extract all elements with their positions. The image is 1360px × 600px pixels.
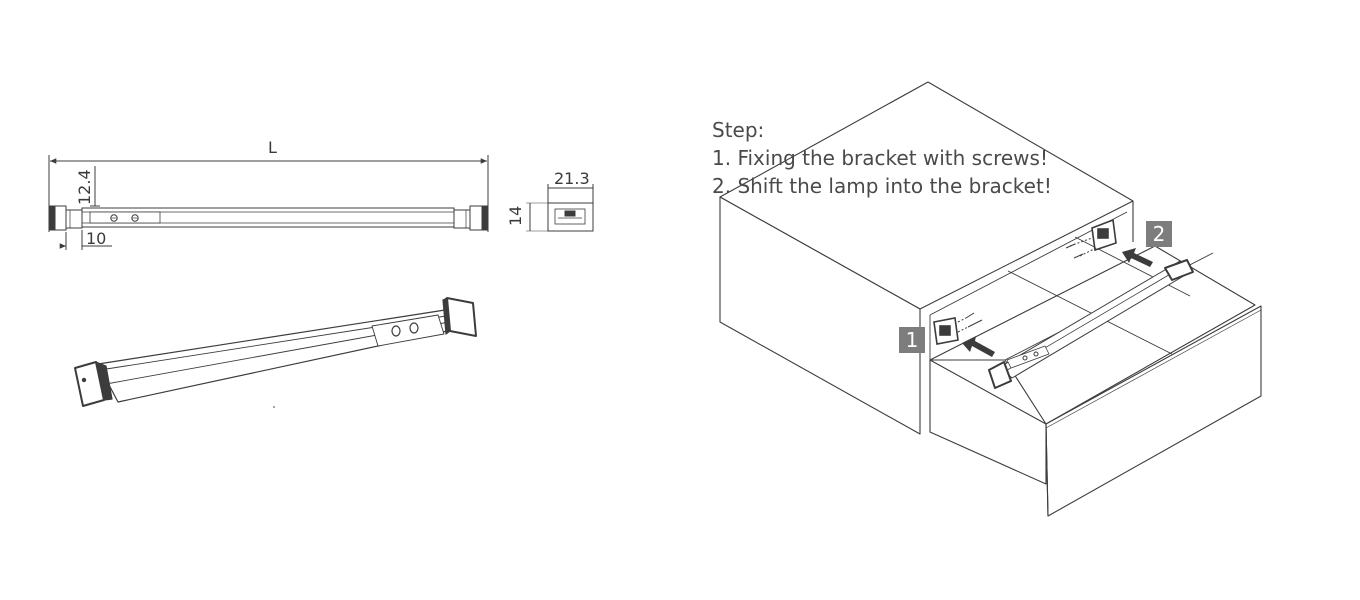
instruction-step-2: 2. Shift the lamp into the bracket! [712, 174, 1052, 198]
lamp-side-view [48, 155, 489, 250]
lamp-in-drawer [988, 259, 1194, 389]
switch-panel [89, 211, 161, 224]
drawer-lamp-end-left [988, 361, 1012, 389]
dim-label-bracket-width: 21.3 [554, 169, 590, 188]
lamp-switch-1 [391, 325, 401, 337]
dim-label-height: 12.4 [75, 169, 94, 205]
mounting-bracket-1 [933, 317, 959, 345]
mounting-bracket-2 [1091, 218, 1117, 252]
screws [957, 237, 1097, 333]
switch-button-1 [110, 214, 118, 222]
cabinet-side [719, 196, 921, 435]
bracket-end-view [526, 184, 594, 232]
dim-label-bracket-height: 14 [506, 206, 525, 226]
cabinet-drawer-illustration [719, 81, 1262, 517]
lamp-switch-2 [409, 322, 419, 334]
dim-label-length: L [268, 138, 277, 157]
instruction-step-1: 1. Fixing the bracket with screws! [712, 146, 1048, 170]
step-badge-2: 2 [1146, 221, 1172, 247]
drawer-side [929, 359, 1047, 485]
switch-button-2 [131, 214, 139, 222]
drawer-back-rim [929, 245, 1256, 425]
lamp-control-face [371, 314, 445, 347]
lamp-end-cap-right [446, 297, 477, 337]
lamp-perspective-view [74, 297, 477, 407]
step-badge-1: 1 [899, 327, 925, 353]
insert-arrows [962, 248, 1153, 357]
instructions-heading: Step: [712, 118, 765, 142]
dim-label-offset: 10 [86, 229, 106, 248]
drawer-lamp-end-right [1164, 259, 1194, 281]
arrow-icon-step2 [1122, 248, 1153, 267]
arrow-icon-step1 [962, 336, 995, 357]
